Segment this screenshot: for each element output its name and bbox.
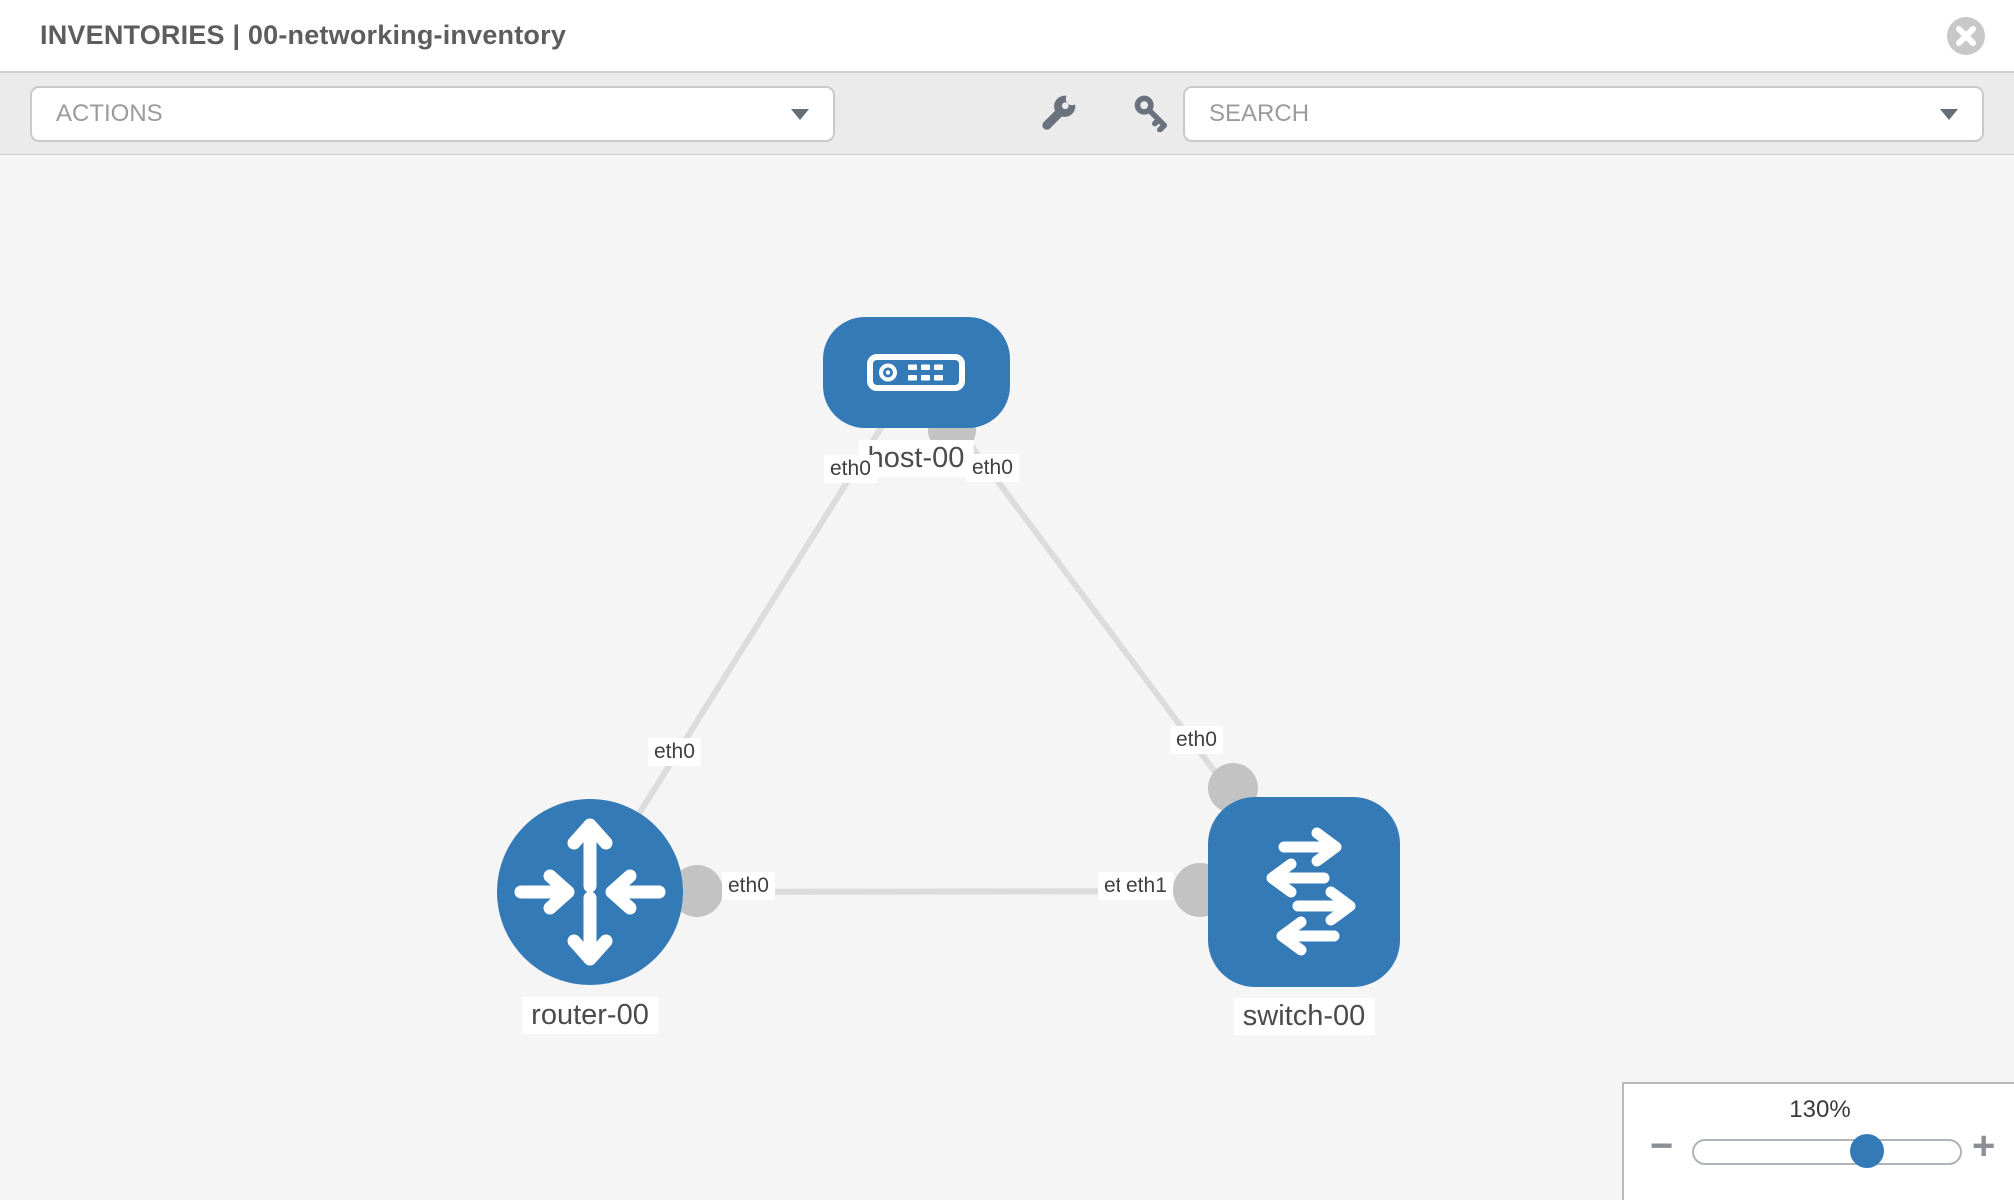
- node-router-00[interactable]: [497, 799, 683, 985]
- node-label-host: host-00: [858, 440, 974, 477]
- configure-button[interactable]: [1038, 92, 1079, 134]
- node-switch-00[interactable]: [1208, 797, 1400, 987]
- zoom-slider-track[interactable]: [1692, 1134, 1962, 1168]
- chevron-down-icon: [791, 108, 809, 120]
- search-dropdown-label: SEARCH: [1209, 100, 1310, 127]
- node-label-switch: switch-00: [1233, 998, 1375, 1035]
- chevron-down-icon: [1940, 108, 1958, 120]
- interface-label: eth0: [722, 872, 775, 900]
- zoom-level: 130%: [1789, 1096, 1851, 1123]
- zoom-slider: − +: [1624, 1124, 2014, 1174]
- node-host-00[interactable]: [823, 317, 1010, 428]
- zoom-panel: 130% − +: [1622, 1082, 2014, 1200]
- zoom-in-button[interactable]: +: [1972, 1124, 1996, 1168]
- node-label-router: router-00: [522, 997, 658, 1034]
- key-icon: [1134, 95, 1168, 133]
- host-icon: [867, 354, 965, 391]
- interface-label: eth0: [824, 455, 877, 483]
- page-title: INVENTORIES | 00-networking-inventory: [40, 20, 567, 50]
- header: INVENTORIES | 00-networking-inventory: [0, 0, 2014, 73]
- actions-dropdown[interactable]: ACTIONS: [30, 86, 835, 142]
- interface-label: eth0: [648, 738, 701, 766]
- zoom-slider-thumb[interactable]: [1850, 1134, 1884, 1168]
- interface-label: eth0: [1170, 726, 1223, 754]
- actions-dropdown-label: ACTIONS: [56, 100, 163, 127]
- search-dropdown[interactable]: SEARCH: [1183, 86, 1984, 142]
- router-icon: [514, 818, 666, 966]
- topology-graph: [497, 317, 1400, 987]
- close-button[interactable]: [1946, 16, 1986, 56]
- key-credentials-button[interactable]: [1132, 94, 1172, 134]
- toolbar: ACTIONS SEARCH: [0, 73, 2014, 155]
- switch-icon: [1266, 827, 1356, 956]
- zoom-out-button[interactable]: −: [1650, 1124, 1674, 1168]
- interface-port[interactable]: [671, 865, 723, 917]
- topology-canvas[interactable]: host-00 router-00 switch-00 eth0 eth0 et…: [0, 155, 2014, 1200]
- wrench-icon: [1042, 92, 1079, 130]
- tool-icons: [1038, 86, 1172, 142]
- close-icon: [1947, 17, 1985, 55]
- interface-label: eth0: [966, 454, 1019, 482]
- interface-label: eth1: [1120, 872, 1173, 900]
